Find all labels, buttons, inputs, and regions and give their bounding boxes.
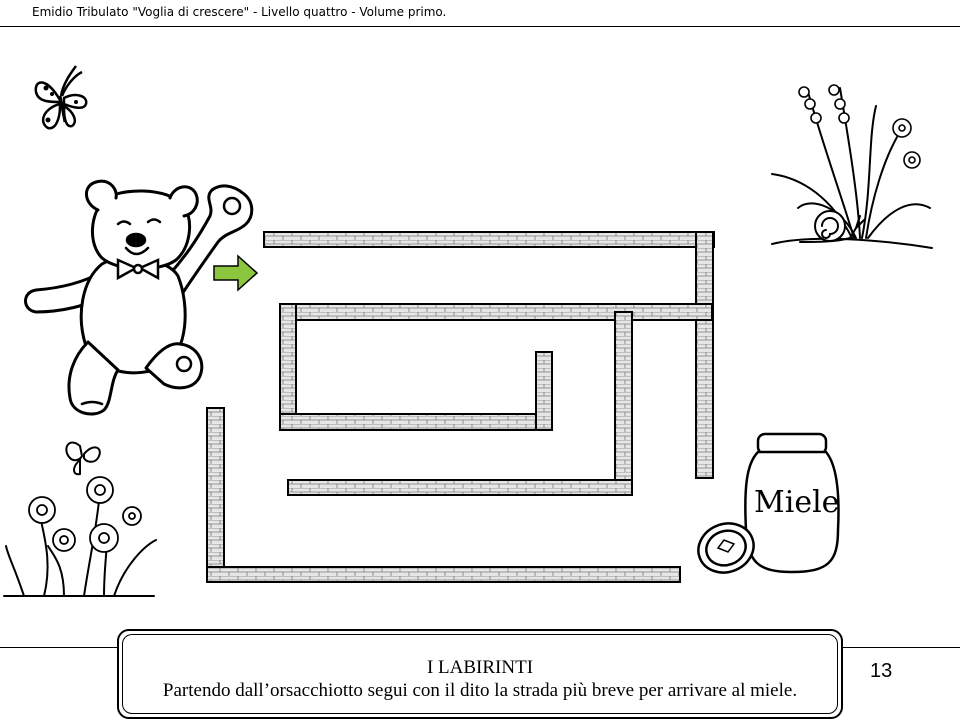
flowers-butterfly-illustration xyxy=(3,441,157,597)
instructions-inner-frame: I LABIRINTI Partendo dall’orsacchiotto s… xyxy=(122,634,838,714)
maze-wall xyxy=(535,351,553,431)
maze-wall xyxy=(263,231,715,248)
maze-wall xyxy=(695,231,714,479)
maze-wall xyxy=(206,566,681,583)
page-number: 13 xyxy=(870,660,893,682)
instructions-text: Partendo dall’orsacchiotto segui con il … xyxy=(162,680,798,701)
instructions-box: I LABIRINTI Partendo dall’orsacchiotto s… xyxy=(117,629,843,719)
maze-wall xyxy=(614,311,633,495)
butterfly-icon xyxy=(34,65,88,130)
instructions-title: I LABIRINTI xyxy=(426,657,534,678)
maze-wall xyxy=(279,303,713,321)
flowers-snail-illustration xyxy=(771,84,933,249)
maze-wall xyxy=(287,479,633,496)
jar-label: Miele xyxy=(754,485,839,520)
teddy-bear-illustration xyxy=(24,179,254,416)
right-arrow-icon xyxy=(213,254,259,292)
honey-jar-illustration: Miele xyxy=(697,432,840,574)
maze-wall xyxy=(279,413,553,431)
maze-wall xyxy=(206,407,225,583)
page-header: Emidio Tribulato "Voglia di crescere" - … xyxy=(32,5,447,19)
maze-wall xyxy=(279,303,297,429)
header-rule xyxy=(0,26,960,27)
